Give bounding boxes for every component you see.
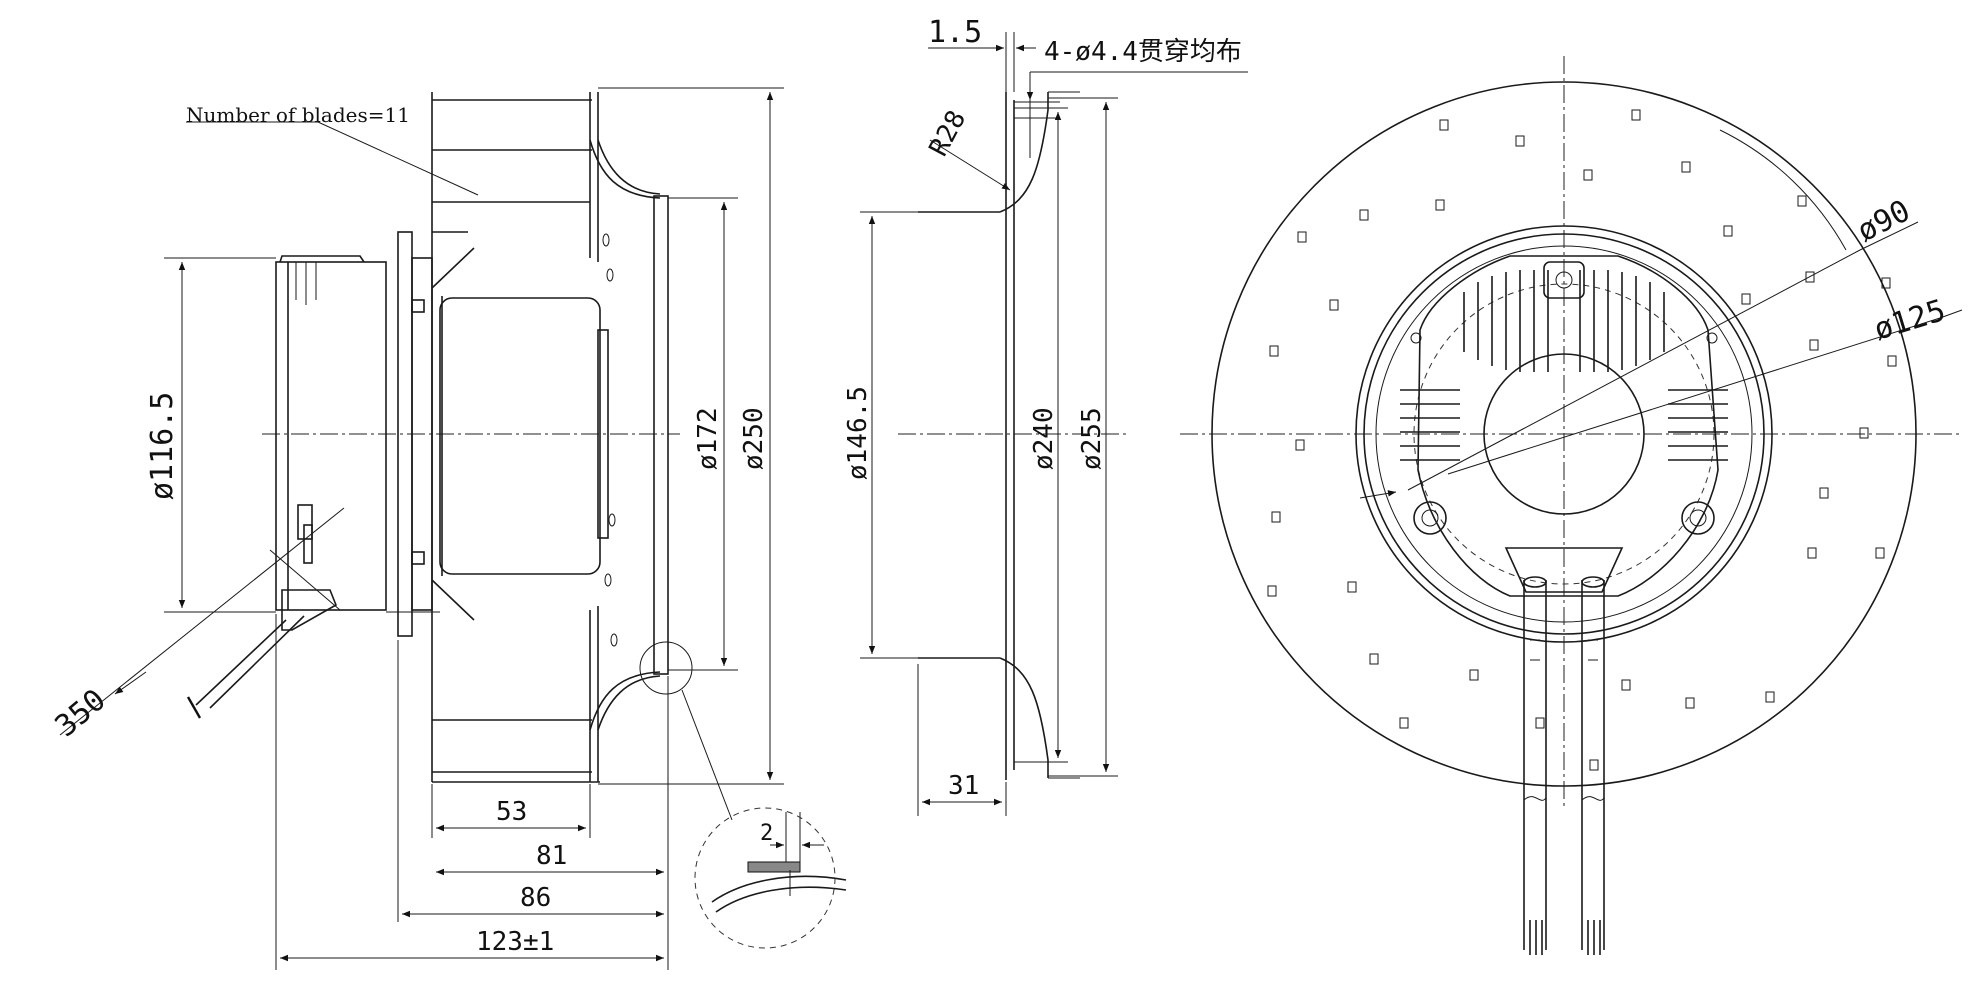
dim-w53: 53	[496, 797, 527, 827]
dim-detail-gap: 2	[760, 821, 773, 846]
dim-d90: ø90	[1852, 193, 1916, 249]
dim-w86: 86	[520, 883, 551, 913]
dim-d250: ø250	[739, 407, 769, 470]
dim-d116: ø116.5	[145, 392, 180, 500]
dim-r28: R28	[924, 106, 973, 162]
dim-w123: 123±1	[476, 927, 554, 957]
blade-count-note: Number of blades=11	[186, 103, 410, 127]
dim-d172: ø172	[693, 407, 723, 470]
dim-holes: 4-ø4.4贯穿均布	[1044, 37, 1242, 67]
dim-d240: ø240	[1029, 407, 1059, 470]
dim-w31: 31	[948, 771, 979, 801]
dim-w81: 81	[536, 841, 567, 871]
dim-d146: ø146.5	[843, 386, 873, 480]
side-view: Number of blades=11 ø116.5 350 ø172 ø250…	[49, 87, 847, 970]
dim-cable-350: 350	[49, 682, 113, 744]
front-view: ø90 ø125	[1180, 56, 1963, 955]
dim-t15: 1.5	[928, 15, 982, 50]
rivet-pattern	[1267, 109, 1897, 771]
section-view: 1.5 4-ø4.4贯穿均布 R28 ø146.5 ø240 ø255 31	[843, 15, 1248, 816]
dim-d255: ø255	[1077, 407, 1107, 470]
dim-d125: ø125	[1870, 293, 1949, 348]
